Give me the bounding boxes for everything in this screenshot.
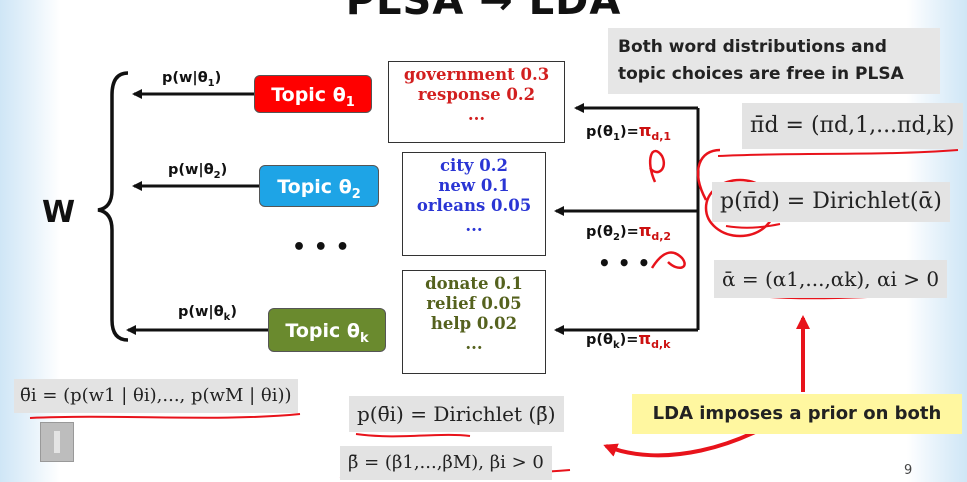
slide-title: PLSA → LDA [345, 0, 622, 24]
formula-alpha-def: ᾱ = (α1,...,αk), αi > 0 [714, 260, 948, 298]
word-box-topic1: government 0.3 response 0.2 ... [388, 61, 565, 143]
formula-pi-def: π̄d = (πd,1,...πd,k) [742, 103, 963, 149]
word-line: city 0.2 [440, 156, 508, 175]
topic-2-label: Topic [277, 176, 339, 198]
plsa-callout-line1: Both word distributions and [618, 37, 887, 57]
w-brace [97, 71, 129, 342]
annotation-underline-pi [717, 149, 959, 157]
annotation-curve-prob1 [648, 149, 666, 183]
word-line: orleans 0.05 [416, 196, 532, 215]
word-box-topic2: city 0.2 new 0.1 orleans 0.05 ... [402, 152, 546, 256]
topic-prob-2: p(θ2)=πd,2 [586, 221, 671, 243]
word-line: new 0.1 [438, 176, 510, 195]
word-line: relief 0.05 [426, 294, 522, 313]
topic-prob-1: p(θ1)=πd,1 [586, 121, 671, 143]
word-box-topick: donate 0.1 relief 0.05 help 0.02 ... [402, 270, 546, 374]
word-line: ... [467, 105, 486, 124]
topic-1-sub: 1 [345, 94, 355, 110]
annotation-underline-theta [29, 413, 301, 419]
lda-callout: LDA imposes a prior on both [632, 394, 962, 434]
topic-2-box: Topic θ2 [259, 165, 379, 207]
annotation-underline-dirichlet [725, 223, 781, 229]
topic-k-sub: k [359, 330, 369, 346]
topic-2-theta: θ [338, 176, 352, 198]
topic-k-theta: θ [346, 320, 360, 342]
topic-k-label: Topic [285, 320, 347, 342]
topic-1-box: Topic θ1 [254, 75, 372, 113]
word-line: government 0.3 [403, 65, 550, 84]
edge-label-p-w-theta1: p(w|θ1) [162, 70, 221, 89]
formula-beta-def: β̄ = (β1,...,βM), βi > 0 [340, 446, 552, 480]
formula-dirichlet-alpha: p(π̄d) = Dirichlet(ᾱ) [712, 182, 950, 222]
probs-ellipsis: • • • [598, 251, 650, 275]
word-line: ... [465, 216, 483, 235]
formula-theta-def: θ̄i = (p(w1 | θi),..., p(wM | θi)) [14, 379, 298, 413]
edge-label-p-w-thetak: p(w|θk) [178, 304, 237, 323]
edge-label-p-w-theta2: p(w|θ2) [168, 162, 227, 181]
page-number: 9 [904, 463, 913, 478]
annotation-curve-prob2 [650, 251, 686, 270]
w-label: W [42, 195, 75, 230]
plsa-callout-line2: topic choices are free in PLSA [618, 64, 904, 84]
topic-1-label: Topic [271, 84, 333, 106]
topics-ellipsis: • • • [292, 235, 350, 260]
word-line: ... [465, 334, 483, 353]
word-line: help 0.02 [430, 314, 518, 333]
topic-1-theta: θ [332, 84, 346, 106]
formula-dirichlet-beta: p(θ̄i) = Dirichlet (β̄) [349, 396, 564, 432]
annotation-arrow-to-pi [696, 148, 721, 201]
topic-k-box: Topic θk [268, 308, 386, 352]
word-line: response 0.2 [417, 85, 536, 104]
plsa-callout: Both word distributions and topic choice… [608, 28, 940, 94]
annotation-underline-dirbeta [355, 433, 471, 438]
topic-prob-k: p(θk)=πd,k [586, 329, 671, 351]
word-line: donate 0.1 [425, 274, 523, 293]
slide-nav-icon[interactable] [40, 422, 74, 462]
topic-2-sub: 2 [351, 186, 361, 202]
